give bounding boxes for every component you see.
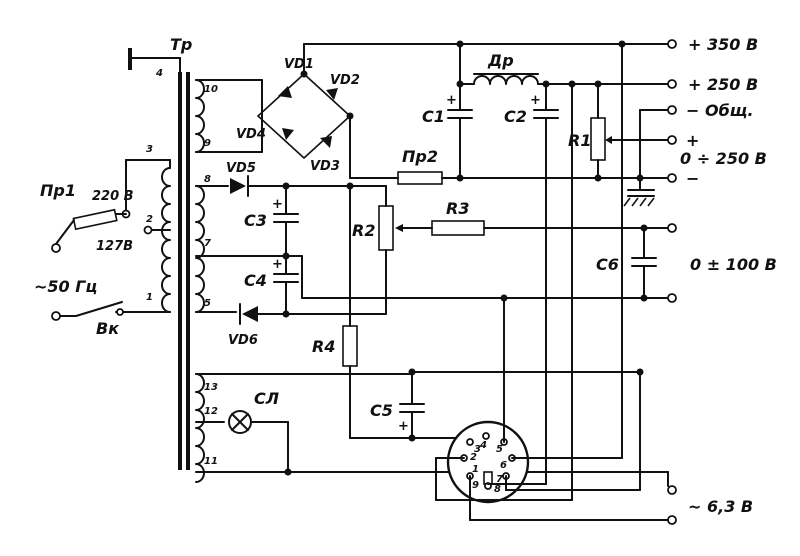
switch-label: Вк (96, 319, 120, 338)
tube-socket (446, 420, 530, 504)
tap-220-label: 220 В (92, 189, 134, 204)
diode-vd3-label: VD3 (310, 159, 340, 174)
c4-label: C4 (244, 271, 267, 290)
power-switch-vk (59, 301, 124, 317)
c2-polarity: + (530, 93, 541, 108)
ground-common (623, 109, 669, 207)
lamp-label: СЛ (254, 389, 279, 408)
fuse-pr1 (55, 208, 127, 245)
pin-5: 5 (204, 298, 211, 309)
r1-label: R1 (568, 131, 591, 150)
c3-polarity: + (272, 197, 283, 212)
label-0-250v: 0 ÷ 250 В (680, 149, 767, 168)
capacitor-c3 (273, 185, 299, 257)
diode-vd4-label: VD4 (236, 127, 266, 142)
socket-pin-5: 5 (496, 444, 503, 455)
pin-8: 8 (204, 174, 211, 185)
primary-pin-1: 1 (146, 292, 153, 303)
r4-label: R4 (312, 337, 335, 356)
c1-label: C1 (422, 107, 445, 126)
switch-contact (116, 308, 124, 316)
terminal-filament-2 (667, 515, 677, 525)
c5-label: C5 (370, 401, 393, 420)
capacitor-c5 (399, 371, 641, 439)
terminal-bias-top (667, 223, 677, 233)
tap-127-terminal (143, 225, 153, 235)
c6-label: C6 (596, 255, 619, 274)
terminal-adj-minus (667, 173, 677, 183)
label-adj-minus: − (686, 169, 699, 188)
label-350v: + 350 В (688, 35, 758, 54)
vd6-label: VD6 (228, 333, 258, 348)
winding-11-13 (195, 373, 669, 483)
terminal-common (667, 105, 677, 115)
transformer-label: Тр (170, 35, 192, 54)
socket-pin-2: 2 (470, 452, 477, 463)
socket-pin-8: 8 (494, 484, 501, 495)
socket-pin-3: 3 (474, 444, 481, 455)
diode-vd2-label: VD2 (330, 73, 360, 88)
diode-bridge (256, 43, 461, 179)
primary-winding (115, 159, 171, 313)
primary-pin-2: 2 (146, 214, 153, 225)
socket-pin-1: 1 (472, 464, 479, 475)
potentiometer-r2 (349, 185, 433, 315)
winding-9-10 (195, 79, 263, 153)
mains-terminal-bottom (51, 311, 61, 321)
hv-rails (459, 43, 669, 85)
terminal-filament-1 (667, 485, 677, 495)
diode-vd5 (230, 175, 351, 197)
signal-lamp (228, 410, 289, 473)
pin-13: 13 (204, 382, 218, 393)
pin-9: 9 (204, 138, 211, 149)
tap-127-label: 127В (96, 239, 133, 254)
socket-pin-9: 9 (472, 480, 479, 491)
pin-11: 11 (204, 456, 218, 467)
r2-label: R2 (352, 221, 375, 240)
label-0-100v: 0 ± 100 В (690, 255, 777, 274)
transformer-core (128, 48, 190, 470)
c3-label: C3 (244, 211, 267, 230)
pin-10: 10 (204, 84, 218, 95)
fuse-pr2 (397, 171, 443, 185)
winding-5-7-8 (195, 185, 287, 313)
label-250v: + 250 В (688, 75, 758, 94)
primary-pin-3: 3 (146, 144, 153, 155)
resistor-r3 (431, 220, 669, 236)
capacitor-c2 (533, 83, 559, 485)
fuse-pr2-label: Пр2 (402, 147, 438, 166)
mains-terminal-top (51, 243, 61, 253)
potentiometer-r1 (590, 83, 669, 179)
c5-polarity: + (398, 419, 409, 434)
label-adj-plus: + (686, 131, 699, 150)
label-6-3v: ~ 6,3 В (688, 497, 753, 516)
terminal-250v (667, 79, 677, 89)
junction-dots (282, 40, 648, 476)
terminal-adj-plus (667, 135, 677, 145)
terminal-bias-bottom (667, 293, 677, 303)
vd5-label: VD5 (226, 161, 256, 176)
choke-label: Др (487, 51, 514, 70)
c2-label: C2 (504, 107, 527, 126)
r3-label: R3 (446, 199, 469, 218)
capacitor-c1 (447, 83, 473, 179)
c1-polarity: + (446, 93, 457, 108)
diode-vd6 (239, 303, 387, 325)
socket-pin-6: 6 (500, 460, 507, 471)
pin-12: 12 (204, 406, 218, 417)
diode-vd1-label: VD1 (284, 57, 314, 72)
pin-7: 7 (204, 238, 211, 249)
mains-label: ~50 Гц (34, 277, 97, 296)
c4-polarity: + (272, 257, 283, 272)
label-common: − Общ. (686, 101, 754, 120)
transformer-pin-4: 4 (155, 68, 163, 79)
socket-pin-7: 7 (496, 474, 503, 485)
fuse-pr1-label: Пр1 (40, 181, 76, 200)
terminal-350v (667, 39, 677, 49)
socket-pin-4: 4 (479, 440, 487, 451)
capacitor-c6 (631, 227, 657, 299)
socket-wiring (435, 43, 669, 521)
